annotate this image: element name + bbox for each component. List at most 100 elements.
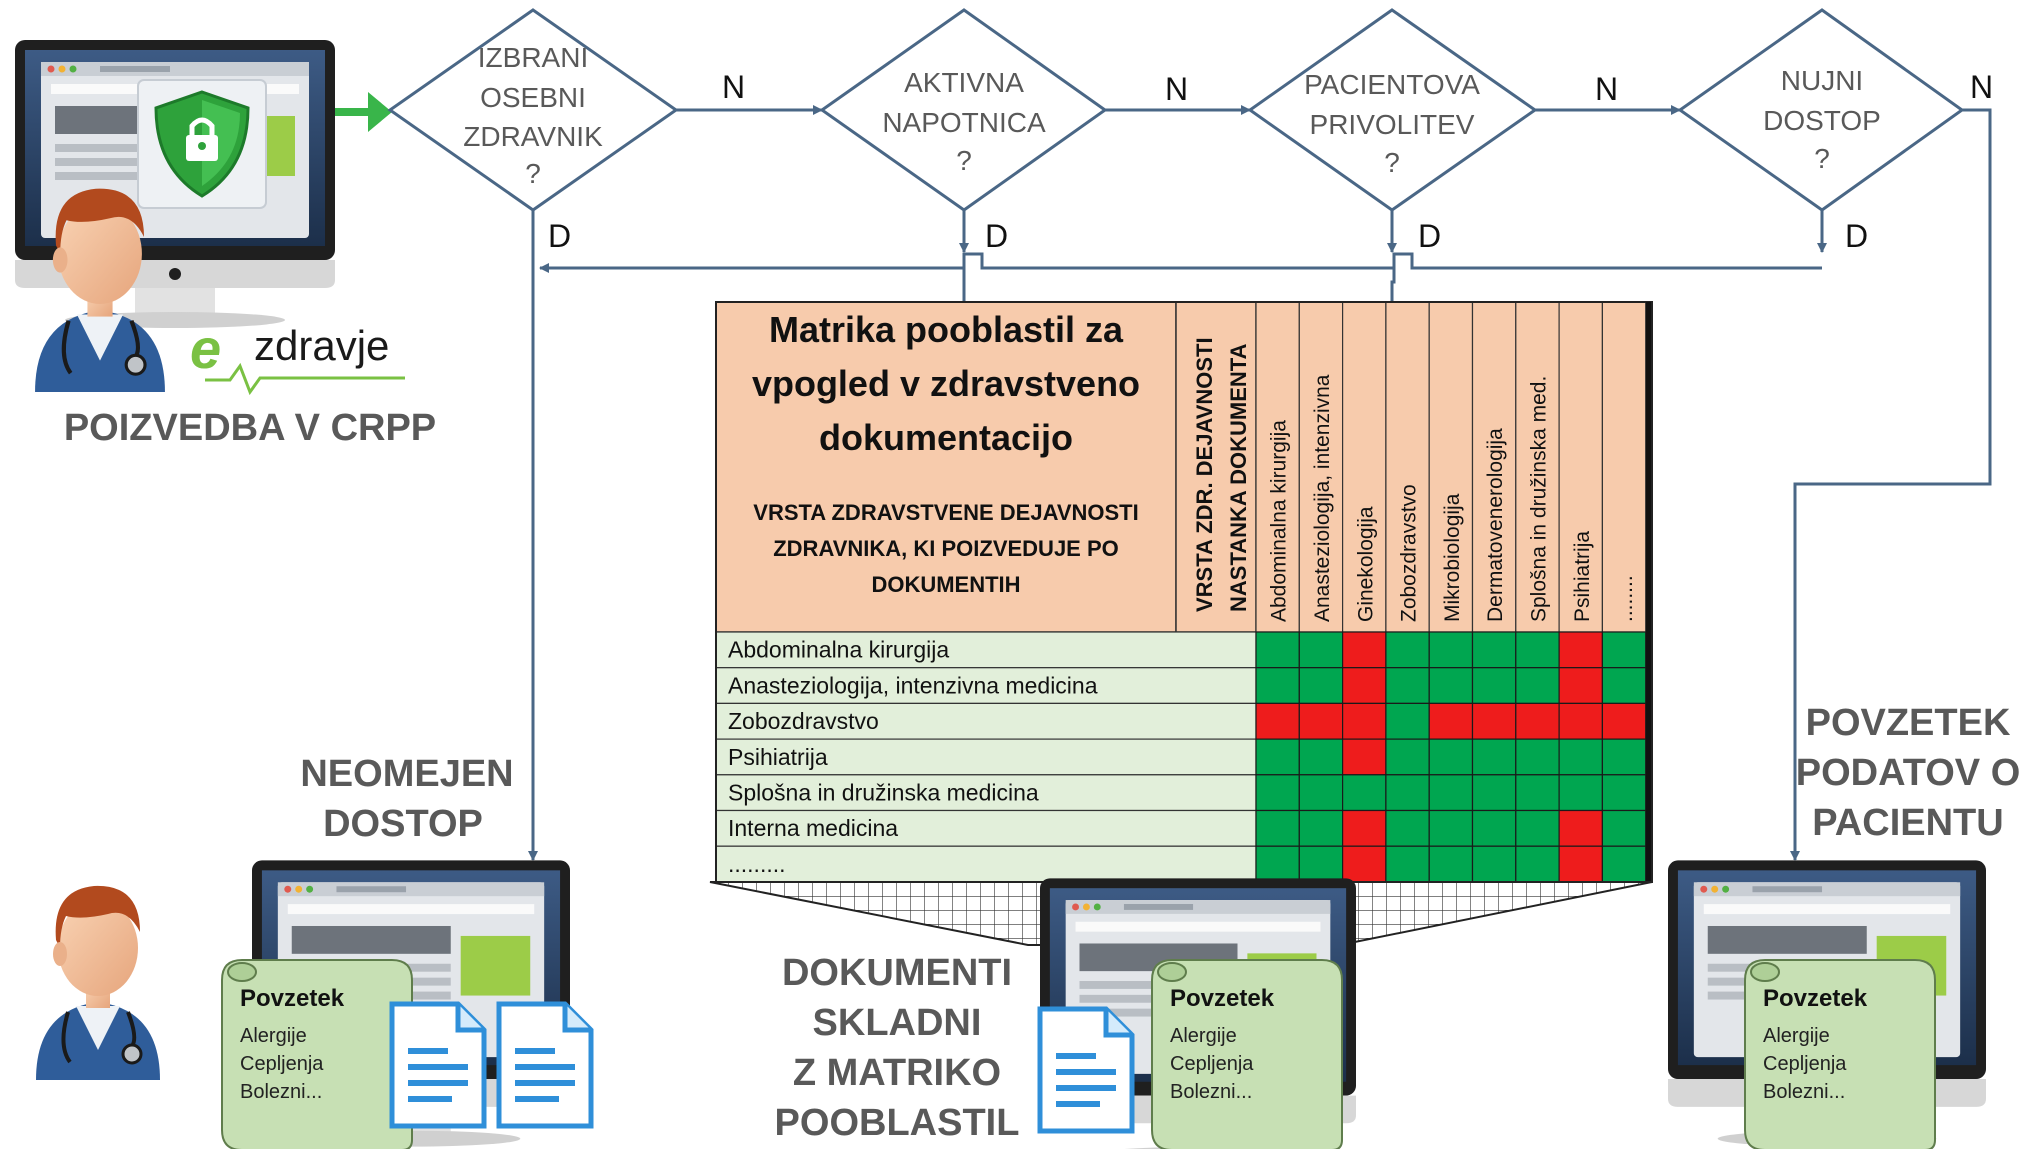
decision-2-line-3: ?: [956, 145, 972, 176]
matrix-cell-allowed: [1341, 774, 1387, 812]
matrix-cell-denied: [1341, 631, 1387, 669]
matrix-cell-allowed: [1255, 738, 1300, 776]
matrix-cell-allowed: [1255, 809, 1300, 847]
matrix-col-title-line-2: NASTANKA DOKUMENTA: [1226, 343, 1251, 612]
matrix-column-label: Splošna in družinska med.: [1527, 376, 1550, 622]
decision-1: IZBRANI OSEBNI ZDRAVNIK ? N D: [387, 8, 745, 254]
matrix-cell-allowed: [1428, 667, 1474, 705]
matrix-cells: [1255, 631, 1647, 883]
decision-3-line-3: ?: [1384, 147, 1400, 178]
matrix-row-label: Abdominalna kirurgija: [728, 637, 949, 663]
matrix-row-label: Zobozdravstvo: [728, 708, 879, 734]
outcome-summary-line-2: PODATOV O: [1796, 752, 2021, 794]
outcome-summary: POVZETEK PODATOV O PACIENTU Povzetek Ale…: [1668, 702, 2020, 1149]
matrix-cell-denied: [1471, 702, 1517, 740]
matrix-cell-allowed: [1298, 667, 1344, 705]
matrix-cell-allowed: [1385, 702, 1430, 740]
matrix-subtitle-line-2: ZDRAVNIKA, KI POIZVEDUJE PO: [773, 536, 1119, 561]
matrix-cell-allowed: [1385, 845, 1430, 883]
matrix-cell-allowed: [1471, 631, 1517, 669]
decision-4: NUJNI DOSTOP ? N D: [1677, 8, 1993, 254]
matrix-cell-allowed: [1601, 738, 1647, 776]
matrix-cell-denied: [1341, 667, 1387, 705]
outcome-matrix-compliant: DOKUMENTI SKLADNI Z MATRIKO POOBLASTIL P…: [775, 878, 1356, 1149]
scroll-item-2: Cepljenja: [1170, 1053, 1254, 1075]
outcome-summary-line-3: PACIENTU: [1812, 802, 2003, 844]
matrix-cell-allowed: [1428, 738, 1474, 776]
matrix-row-label: Interna medicina: [728, 815, 898, 841]
matrix-column-header: [1471, 301, 1517, 633]
matrix-cell-allowed: [1298, 845, 1344, 883]
edge-return: [540, 252, 1822, 302]
outcome-compliant-line-3: Z MATRIKO: [793, 1052, 1001, 1094]
matrix-cell-allowed: [1255, 631, 1300, 669]
matrix-cell-denied: [1255, 702, 1300, 740]
matrix-cell-allowed: [1385, 774, 1430, 812]
matrix-column-label: Ginekologija: [1354, 506, 1377, 622]
outcome-compliant-line-1: DOKUMENTI: [782, 952, 1012, 994]
matrix-column-label: Dermatovenerologija: [1484, 428, 1507, 622]
matrix-cell-denied: [1558, 631, 1603, 669]
start-caption: POIZVEDBA V CRPP: [64, 407, 436, 449]
matrix-cell-allowed: [1255, 667, 1300, 705]
scroll-title: Povzetek: [1170, 985, 1275, 1012]
matrix-right-edge: [1646, 302, 1651, 882]
matrix-cell-allowed: [1471, 845, 1517, 883]
matrix-row: [715, 845, 1257, 883]
summary-scroll: Povzetek Alergije Cepljenja Bolezni...: [1151, 959, 1343, 1149]
decision-1-line-3: ZDRAVNIK: [463, 121, 603, 152]
outcome-unrestricted-line-2: DOSTOP: [323, 803, 483, 845]
matrix-cell-allowed: [1385, 631, 1430, 669]
matrix-cell-denied: [1558, 845, 1603, 883]
matrix-cell-allowed: [1298, 631, 1344, 669]
scroll-item-2: Cepljenja: [240, 1053, 324, 1075]
matrix-cell-denied: [1558, 667, 1603, 705]
matrix-title-line-1: Matrika pooblastil za: [769, 309, 1124, 350]
matrix-cell-allowed: [1601, 845, 1647, 883]
decision-3-line-2: PRIVOLITEV: [1310, 109, 1475, 140]
scroll-item-2: Cepljenja: [1763, 1053, 1847, 1075]
doctor-icon: [34, 883, 162, 1080]
document-icon: [499, 1004, 591, 1126]
matrix-title-line-3: dokumentacijo: [819, 417, 1073, 458]
outcome-compliant-line-2: SKLADNI: [813, 1002, 982, 1044]
matrix-cell-allowed: [1255, 845, 1300, 883]
ezdravje-logo: e zdravje: [190, 317, 405, 396]
matrix-subtitle-line-3: DOKUMENTIH: [871, 572, 1020, 597]
matrix-cell-allowed: [1428, 631, 1474, 669]
summary-scroll: Povzetek Alergije Cepljenja Bolezni...: [1744, 959, 1936, 1149]
scroll-item-3: Bolezni...: [1170, 1081, 1252, 1103]
decision-4-no: N: [1970, 69, 1993, 105]
matrix-cell-allowed: [1471, 667, 1517, 705]
matrix-row-label: Splošna in družinska medicina: [728, 780, 1039, 806]
matrix-cell-allowed: [1601, 809, 1647, 847]
matrix-column-label: Psihiatrija: [1571, 531, 1594, 622]
matrix-title-line-2: vpogled v zdravstveno: [752, 363, 1140, 404]
decision-4-line-2: DOSTOP: [1763, 105, 1881, 136]
matrix-row-label: Psihiatrija: [728, 744, 828, 770]
matrix-cell-allowed: [1298, 774, 1344, 812]
matrix-cell-allowed: [1471, 738, 1517, 776]
outcome-summary-line-1: POVZETEK: [1806, 702, 2011, 744]
matrix-cell-allowed: [1515, 738, 1560, 776]
matrix-cell-denied: [1341, 702, 1387, 740]
matrix-cell-denied: [1341, 845, 1387, 883]
matrix-cell-allowed: [1515, 631, 1560, 669]
matrix-column-header: [1558, 301, 1603, 633]
outcome-unrestricted-line-1: NEOMEJEN: [300, 753, 513, 795]
decision-3: PACIENTOVA PRIVOLITEV ? N D: [1247, 8, 1618, 254]
matrix-cell-allowed: [1428, 774, 1474, 812]
matrix-cell-denied: [1558, 702, 1603, 740]
document-icon: [392, 1004, 484, 1126]
scroll-item-1: Alergije: [1763, 1025, 1830, 1047]
decision-3-line-1: PACIENTOVA: [1304, 69, 1480, 100]
matrix-cell-allowed: [1558, 774, 1603, 812]
decision-1-yes: D: [548, 218, 571, 254]
matrix-cell-allowed: [1298, 809, 1344, 847]
matrix-cell-allowed: [1428, 845, 1474, 883]
decision-4-line-1: NUJNI: [1781, 65, 1863, 96]
scroll-item-3: Bolezni...: [1763, 1081, 1845, 1103]
decision-1-line-4: ?: [525, 158, 541, 189]
